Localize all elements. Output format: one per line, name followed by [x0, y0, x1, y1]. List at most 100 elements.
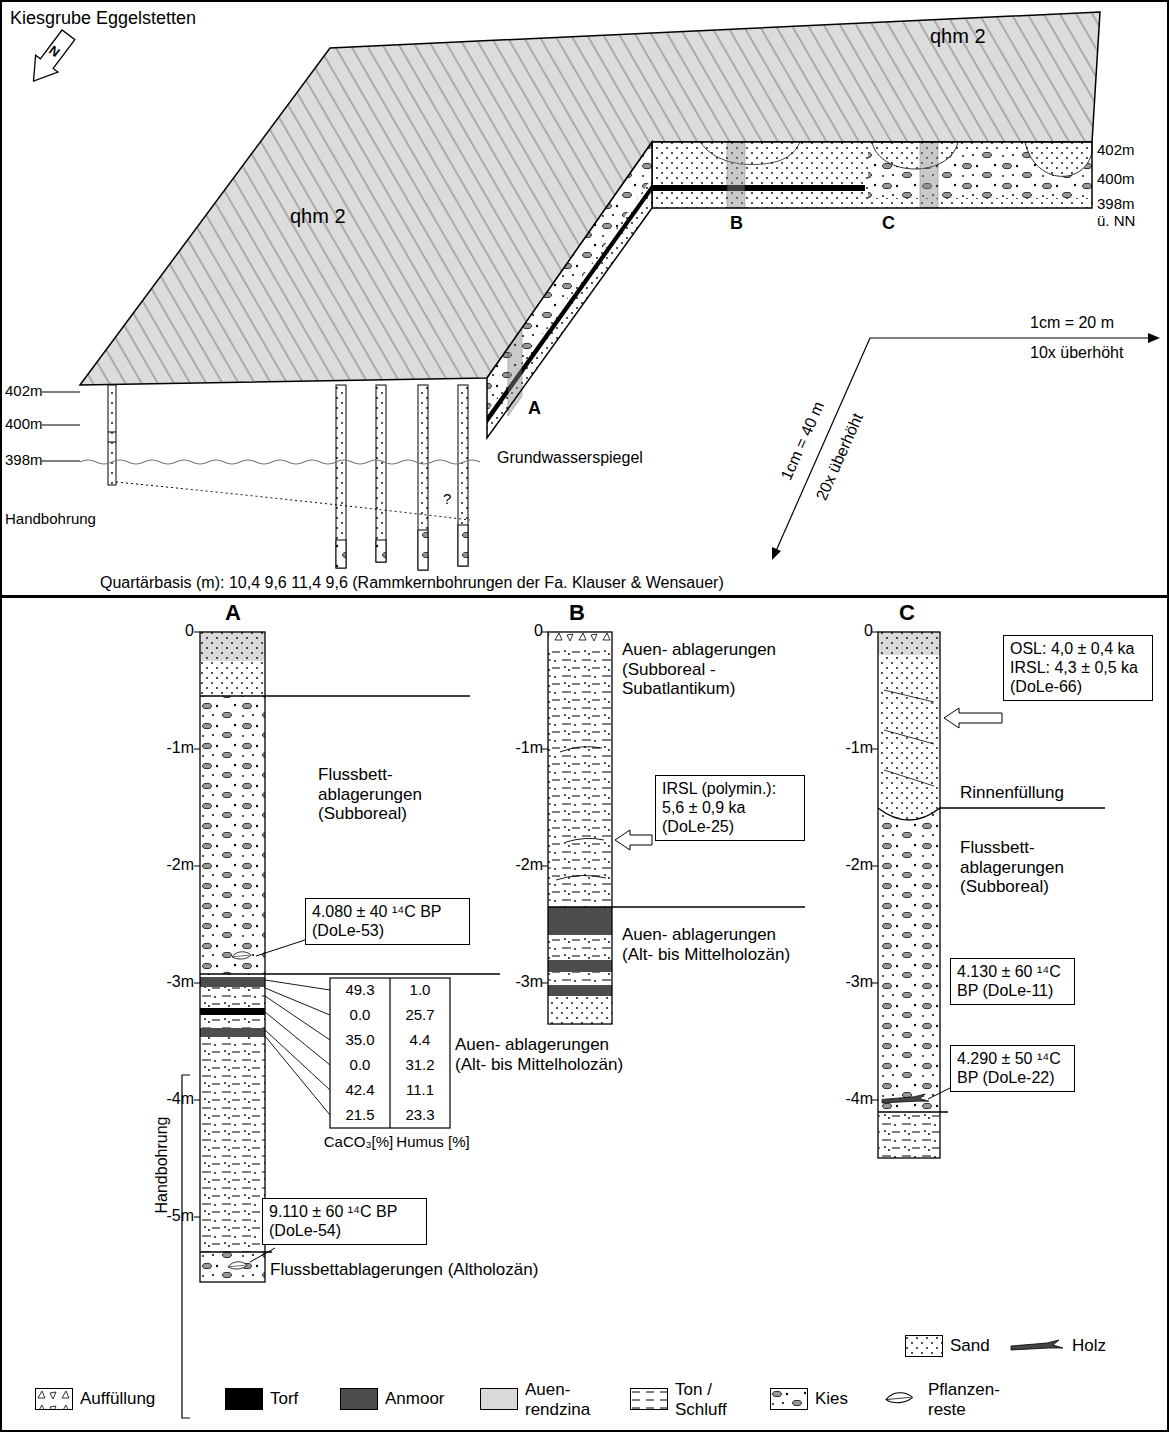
- annotation-label: Flussbettablagerungen (Altholozän): [270, 1260, 538, 1280]
- annotation-label: qhm 2: [930, 25, 986, 48]
- legend-swatch: [880, 1388, 920, 1410]
- table-cell: 0.0: [330, 1056, 390, 1073]
- annotation-label: B: [730, 213, 743, 234]
- legend-symbol: [880, 1388, 920, 1410]
- legend-symbol: [770, 1388, 808, 1410]
- date-box: 4.290 ± 50 ¹⁴C BP (DoLe-22): [950, 1045, 1075, 1092]
- annotation-label: 400m: [5, 415, 43, 432]
- legend-text: Torf: [270, 1389, 298, 1409]
- legend-text: Kies: [815, 1389, 848, 1409]
- table-cell: 23.3: [390, 1106, 450, 1123]
- depth-tick: -2m: [833, 856, 873, 874]
- legend-swatch: [35, 1388, 73, 1410]
- date-box: 9.110 ± 60 ¹⁴C BP (DoLe-54): [262, 1198, 427, 1245]
- legend-symbol: [905, 1335, 943, 1357]
- annotation-label: A: [528, 398, 541, 419]
- annotation-label: qhm 2: [290, 205, 346, 228]
- annotation-label: A: [225, 600, 241, 625]
- table-cell: 35.0: [330, 1031, 390, 1048]
- legend-text: Holz: [1072, 1336, 1106, 1356]
- legend-text: Anmoor: [385, 1389, 445, 1409]
- legend-swatch: [905, 1335, 943, 1357]
- annotation-label: 1cm = 40 m: [778, 399, 829, 483]
- depth-tick: -2m: [503, 856, 543, 874]
- date-box: OSL: 4,0 ± 0,4 ka IRSL: 4,3 ± 0,5 ka (Do…: [1003, 635, 1153, 701]
- date-box: IRSL (polymin.): 5,6 ± 0,9 ka (DoLe-25): [655, 775, 805, 841]
- date-text: 9.110 ± 60 ¹⁴C BP (DoLe-54): [269, 1202, 420, 1240]
- annotation-label: 402m: [5, 382, 43, 399]
- legend-text: Ton / Schluff: [675, 1380, 735, 1419]
- annotation-label: B: [569, 600, 585, 625]
- annotation-label: Flussbett- ablagerungen (Subboreal): [318, 765, 448, 824]
- depth-tick: -3m: [833, 973, 873, 991]
- annotation-label: C: [899, 600, 915, 625]
- date-box: 4.130 ± 60 ¹⁴C BP (DoLe-11): [950, 958, 1075, 1005]
- date-text: 4.080 ± 40 ¹⁴C BP (DoLe-53): [312, 902, 463, 940]
- legend-swatch: [1010, 1335, 1065, 1357]
- legend-text: Sand: [950, 1336, 990, 1356]
- annotation-label: Auen- ablagerungen (Alt- bis Mittelholoz…: [622, 925, 807, 964]
- column-a: [182, 632, 500, 1418]
- depth-tick: 0: [833, 622, 873, 640]
- table-cell: 21.5: [330, 1106, 390, 1123]
- legend-swatch: [770, 1388, 808, 1410]
- table-cell: 11.1: [390, 1081, 450, 1098]
- annotation-label: 20x überhöht: [813, 411, 868, 504]
- annotation-label: 398m: [1097, 195, 1135, 212]
- annotation-label: Quartärbasis (m): 10,4 9,6 11,4 9,6 (Ram…: [100, 574, 724, 592]
- annotation-label: 400m: [1097, 170, 1135, 187]
- legend-symbol: [35, 1388, 73, 1410]
- depth-tick: -1m: [154, 739, 194, 757]
- annotation-label: CaCO₃[%]: [316, 1133, 401, 1150]
- table-cell: 31.2: [390, 1056, 450, 1073]
- legend-swatch: [340, 1388, 378, 1410]
- legend-text: Pflanzen- reste: [928, 1380, 1008, 1419]
- panel-frame: [1, 597, 1168, 1431]
- legend-swatch: [480, 1388, 518, 1410]
- annotation-label: 402m: [1097, 141, 1135, 158]
- annotation-label: Auen- ablagerungen (Subboreal - Subatlan…: [622, 640, 812, 699]
- annotation-label: 1cm = 20 m: [1030, 314, 1114, 332]
- annotation-label: C: [882, 213, 895, 234]
- annotation-label: ?: [443, 490, 451, 507]
- date-text: IRSL (polymin.): 5,6 ± 0,9 ka (DoLe-25): [662, 779, 798, 837]
- table-cell: 42.4: [330, 1081, 390, 1098]
- depth-tick: -4m: [154, 1090, 194, 1108]
- legend-text: Auffüllung: [80, 1389, 155, 1409]
- profile-panel: Kiesgrube Eggelstetten: [0, 0, 1169, 597]
- block-diagram: [22, 12, 1160, 570]
- depth-tick: -2m: [154, 856, 194, 874]
- table-cell: 0.0: [330, 1006, 390, 1023]
- annotation-label: Rinnenfüllung: [960, 783, 1064, 803]
- annotation-label: 10x überhöht: [1030, 344, 1123, 362]
- annotation-label: 398m: [5, 451, 43, 468]
- depth-tick: -1m: [833, 739, 873, 757]
- annotation-label: Handbohrung: [153, 1117, 171, 1214]
- annotation-label: Flussbett- ablagerungen (Subboreal): [960, 838, 1090, 897]
- depth-tick: 0: [154, 622, 194, 640]
- legend-swatch: [225, 1388, 263, 1410]
- legend-symbol: [1010, 1335, 1065, 1357]
- annotation-label: Auen- ablagerungen (Alt- bis Mittelholoz…: [455, 1035, 640, 1074]
- column-c: [872, 632, 1105, 1158]
- depth-tick: -1m: [503, 739, 543, 757]
- annotation-label: Grundwasserspiegel: [497, 449, 643, 467]
- legend-symbol: [630, 1388, 668, 1410]
- table-cell: 49.3: [330, 981, 390, 998]
- panel-title: Kiesgrube Eggelstetten: [10, 8, 1159, 29]
- date-text: 4.130 ± 60 ¹⁴C BP (DoLe-11): [957, 962, 1068, 1000]
- legend-swatch: [630, 1388, 668, 1410]
- table-cell: 4.4: [390, 1031, 450, 1048]
- annotation-label: Humus [%]: [393, 1133, 473, 1150]
- legend-text: Auen- rendzina: [525, 1380, 605, 1419]
- date-text: OSL: 4,0 ± 0,4 ka IRSL: 4,3 ± 0,5 ka (Do…: [1010, 639, 1146, 697]
- date-text: 4.290 ± 50 ¹⁴C BP (DoLe-22): [957, 1049, 1068, 1087]
- depth-tick: -3m: [154, 973, 194, 991]
- table-cell: 1.0: [390, 981, 450, 998]
- depth-tick: 0: [503, 622, 543, 640]
- annotation-label: Handbohrung: [5, 510, 96, 527]
- annotation-label: ü. NN: [1097, 212, 1135, 229]
- table-cell: 25.7: [390, 1006, 450, 1023]
- date-box: 4.080 ± 40 ¹⁴C BP (DoLe-53): [305, 898, 470, 945]
